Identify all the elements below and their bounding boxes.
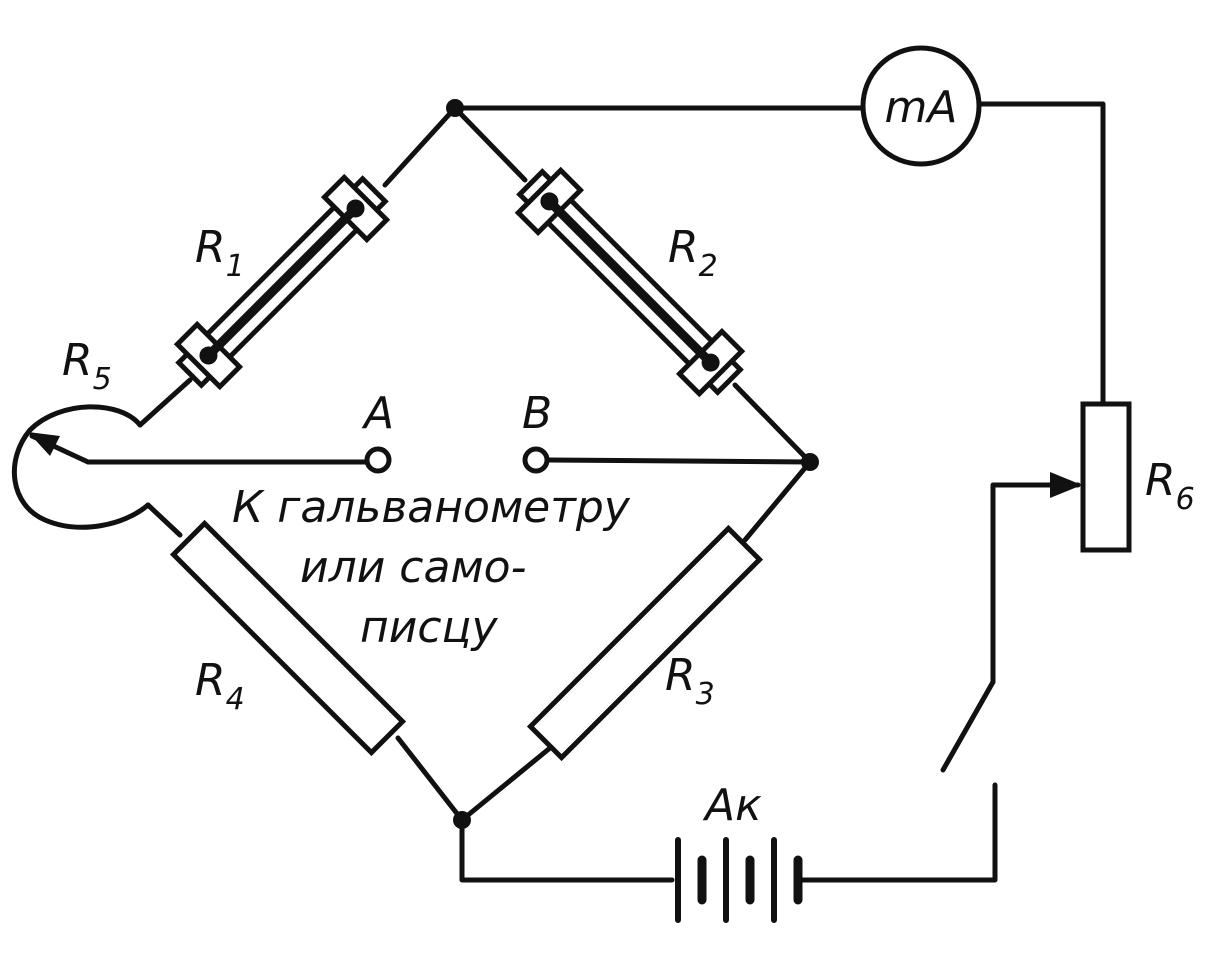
rheostat-r6	[1050, 401, 1132, 553]
label-r1: R1	[195, 222, 245, 284]
label-r5: R5	[62, 335, 112, 397]
label-r2: R2	[668, 222, 718, 284]
note-line-2: или само-	[300, 542, 526, 593]
junction-nodes	[446, 99, 819, 829]
note-line-1: К гальванометру	[232, 482, 631, 533]
wires	[85, 101, 1106, 883]
label-r4: R4	[195, 655, 245, 717]
rheostat-r5	[11, 404, 151, 530]
resistor-r4	[169, 519, 407, 757]
milliammeter: mA	[860, 45, 982, 167]
battery	[675, 837, 803, 923]
resistor-r2	[514, 166, 746, 398]
label-r3: R3	[665, 650, 715, 712]
terminal-b	[522, 446, 550, 474]
label-battery: Ак	[702, 780, 762, 831]
label-r6: R6	[1145, 455, 1195, 517]
note-line-3: писцу	[360, 602, 499, 653]
milliammeter-label: mA	[885, 82, 958, 133]
resistor-r3	[526, 524, 764, 762]
label-a: A	[361, 388, 394, 439]
terminal-a	[364, 446, 392, 474]
resistor-r1	[173, 173, 391, 391]
label-b: B	[522, 388, 552, 439]
